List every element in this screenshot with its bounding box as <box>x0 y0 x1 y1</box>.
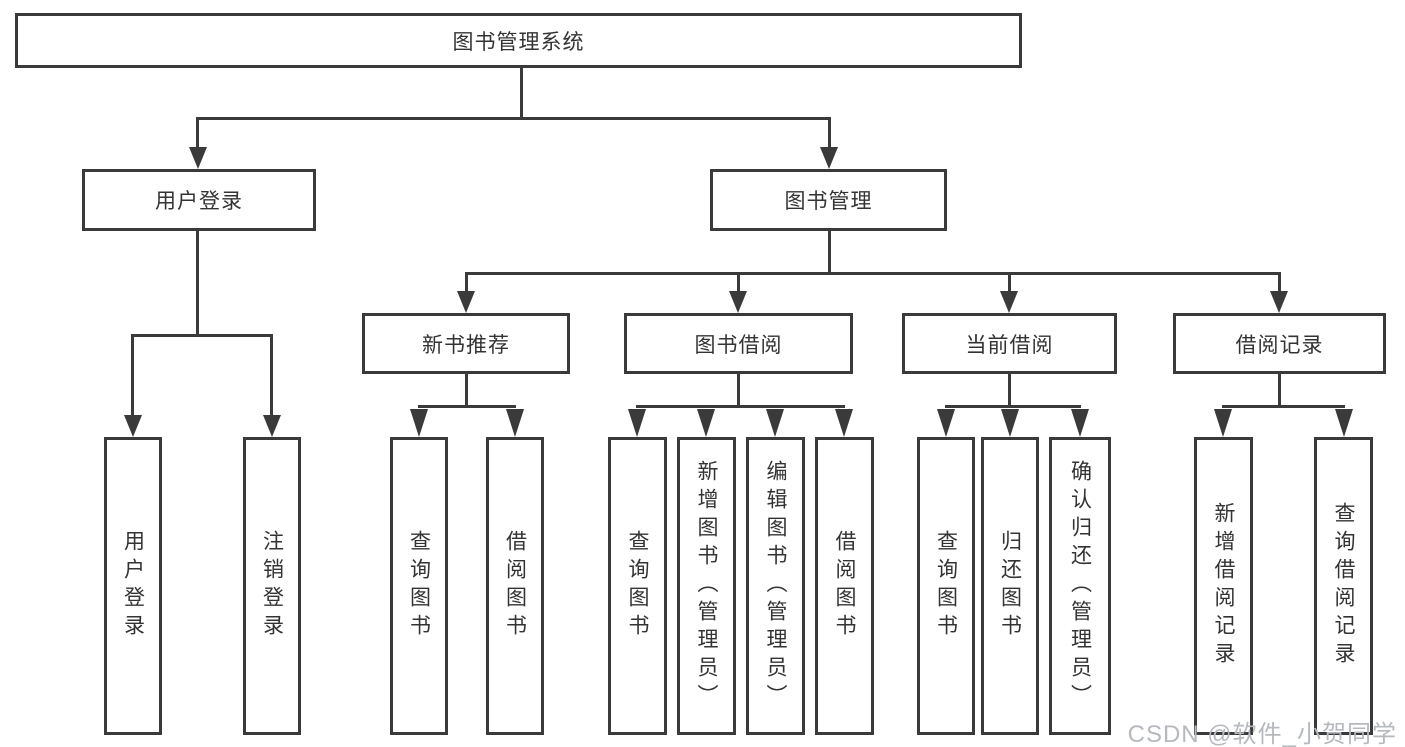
arrowhead-down-icon <box>124 415 142 437</box>
leaf-label: 用户登录 <box>121 530 145 642</box>
arrowhead-down-icon <box>820 147 838 169</box>
leaf-label: 借阅图书 <box>503 530 527 642</box>
leaf-query-books-borrowing: 查询图书 <box>608 437 667 735</box>
arrowhead-down-icon <box>1071 409 1089 437</box>
leaf-label: 查询图书 <box>626 530 649 642</box>
connector-line <box>737 374 740 407</box>
connector-line <box>1008 274 1011 293</box>
leaf-query-books-recommend: 查询图书 <box>390 437 448 735</box>
arrowhead-down-icon <box>263 415 281 437</box>
arrowhead-down-icon <box>937 409 955 437</box>
node-current-borrowing: 当前借阅 <box>902 313 1117 374</box>
leaf-return-books: 归还图书 <box>981 437 1039 735</box>
arrowhead-down-icon <box>766 409 784 437</box>
leaf-add-books-admin: 新增图书（管理员） <box>677 437 736 735</box>
leaf-query-books-current: 查询图书 <box>917 437 975 735</box>
leaf-label: 编辑图书（管理员） <box>764 460 787 712</box>
csdn-watermark: CSDN @软件_小贺同学 <box>1127 721 1397 747</box>
leaf-label: 查询图书 <box>407 530 431 642</box>
arrowhead-down-icon <box>628 409 646 437</box>
leaf-label: 查询借阅记录 <box>1332 502 1355 670</box>
connector-line <box>270 336 273 417</box>
connector-line <box>131 336 134 417</box>
connector-line <box>465 374 468 407</box>
arrowhead-down-icon <box>1000 291 1018 313</box>
connector-line <box>1278 374 1281 407</box>
node-book-management-system: 图书管理系统 <box>15 13 1022 68</box>
connector-line <box>1008 374 1011 407</box>
connector-line <box>196 117 831 120</box>
connector-line <box>828 119 831 149</box>
connector-line <box>1278 274 1281 293</box>
node-book-management: 图书管理 <box>710 169 947 231</box>
connector-line <box>465 272 1281 275</box>
connector-line <box>636 405 845 408</box>
connector-line <box>196 119 199 149</box>
arrowhead-down-icon <box>835 409 853 437</box>
leaf-label: 借阅图书 <box>833 530 856 642</box>
arrowhead-down-icon <box>1214 409 1232 437</box>
leaf-confirm-return-admin: 确认归还（管理员） <box>1049 437 1111 735</box>
connector-line <box>131 334 273 337</box>
arrowhead-down-icon <box>1270 291 1288 313</box>
connector-line <box>945 405 1081 408</box>
connector-line <box>465 274 468 293</box>
arrowhead-down-icon <box>1335 409 1353 437</box>
arrowhead-down-icon <box>410 409 428 437</box>
arrowhead-down-icon <box>506 409 524 437</box>
leaf-user-login: 用户登录 <box>104 437 162 735</box>
leaf-label: 新增图书（管理员） <box>695 460 718 712</box>
leaf-label: 查询图书 <box>934 530 958 642</box>
node-user-login: 用户登录 <box>82 169 316 231</box>
arrowhead-down-icon <box>697 409 715 437</box>
connector-line <box>1222 405 1345 408</box>
arrowhead-down-icon <box>457 291 475 313</box>
connector-line <box>520 68 523 120</box>
leaf-label: 归还图书 <box>998 530 1022 642</box>
node-borrowing-records: 借阅记录 <box>1173 313 1386 374</box>
leaf-label: 确认归还（管理员） <box>1068 460 1092 712</box>
leaf-borrow-books-borrowing: 借阅图书 <box>815 437 874 735</box>
connector-line <box>418 405 516 408</box>
leaf-label: 新增借阅记录 <box>1212 502 1235 670</box>
arrowhead-down-icon <box>189 147 207 169</box>
leaf-logout: 注销登录 <box>243 437 301 735</box>
connector-line <box>828 231 831 274</box>
leaf-add-borrow-record: 新增借阅记录 <box>1194 437 1253 735</box>
leaf-edit-books-admin: 编辑图书（管理员） <box>746 437 805 735</box>
leaf-label: 注销登录 <box>260 530 284 642</box>
leaf-query-borrow-record: 查询借阅记录 <box>1314 437 1373 735</box>
arrowhead-down-icon <box>729 291 747 313</box>
node-new-book-recommendation: 新书推荐 <box>362 313 570 374</box>
connector-line <box>737 274 740 293</box>
node-book-borrowing: 图书借阅 <box>624 313 853 374</box>
connector-line <box>196 231 199 336</box>
arrowhead-down-icon <box>1001 409 1019 437</box>
leaf-borrow-books-recommend: 借阅图书 <box>486 437 544 735</box>
